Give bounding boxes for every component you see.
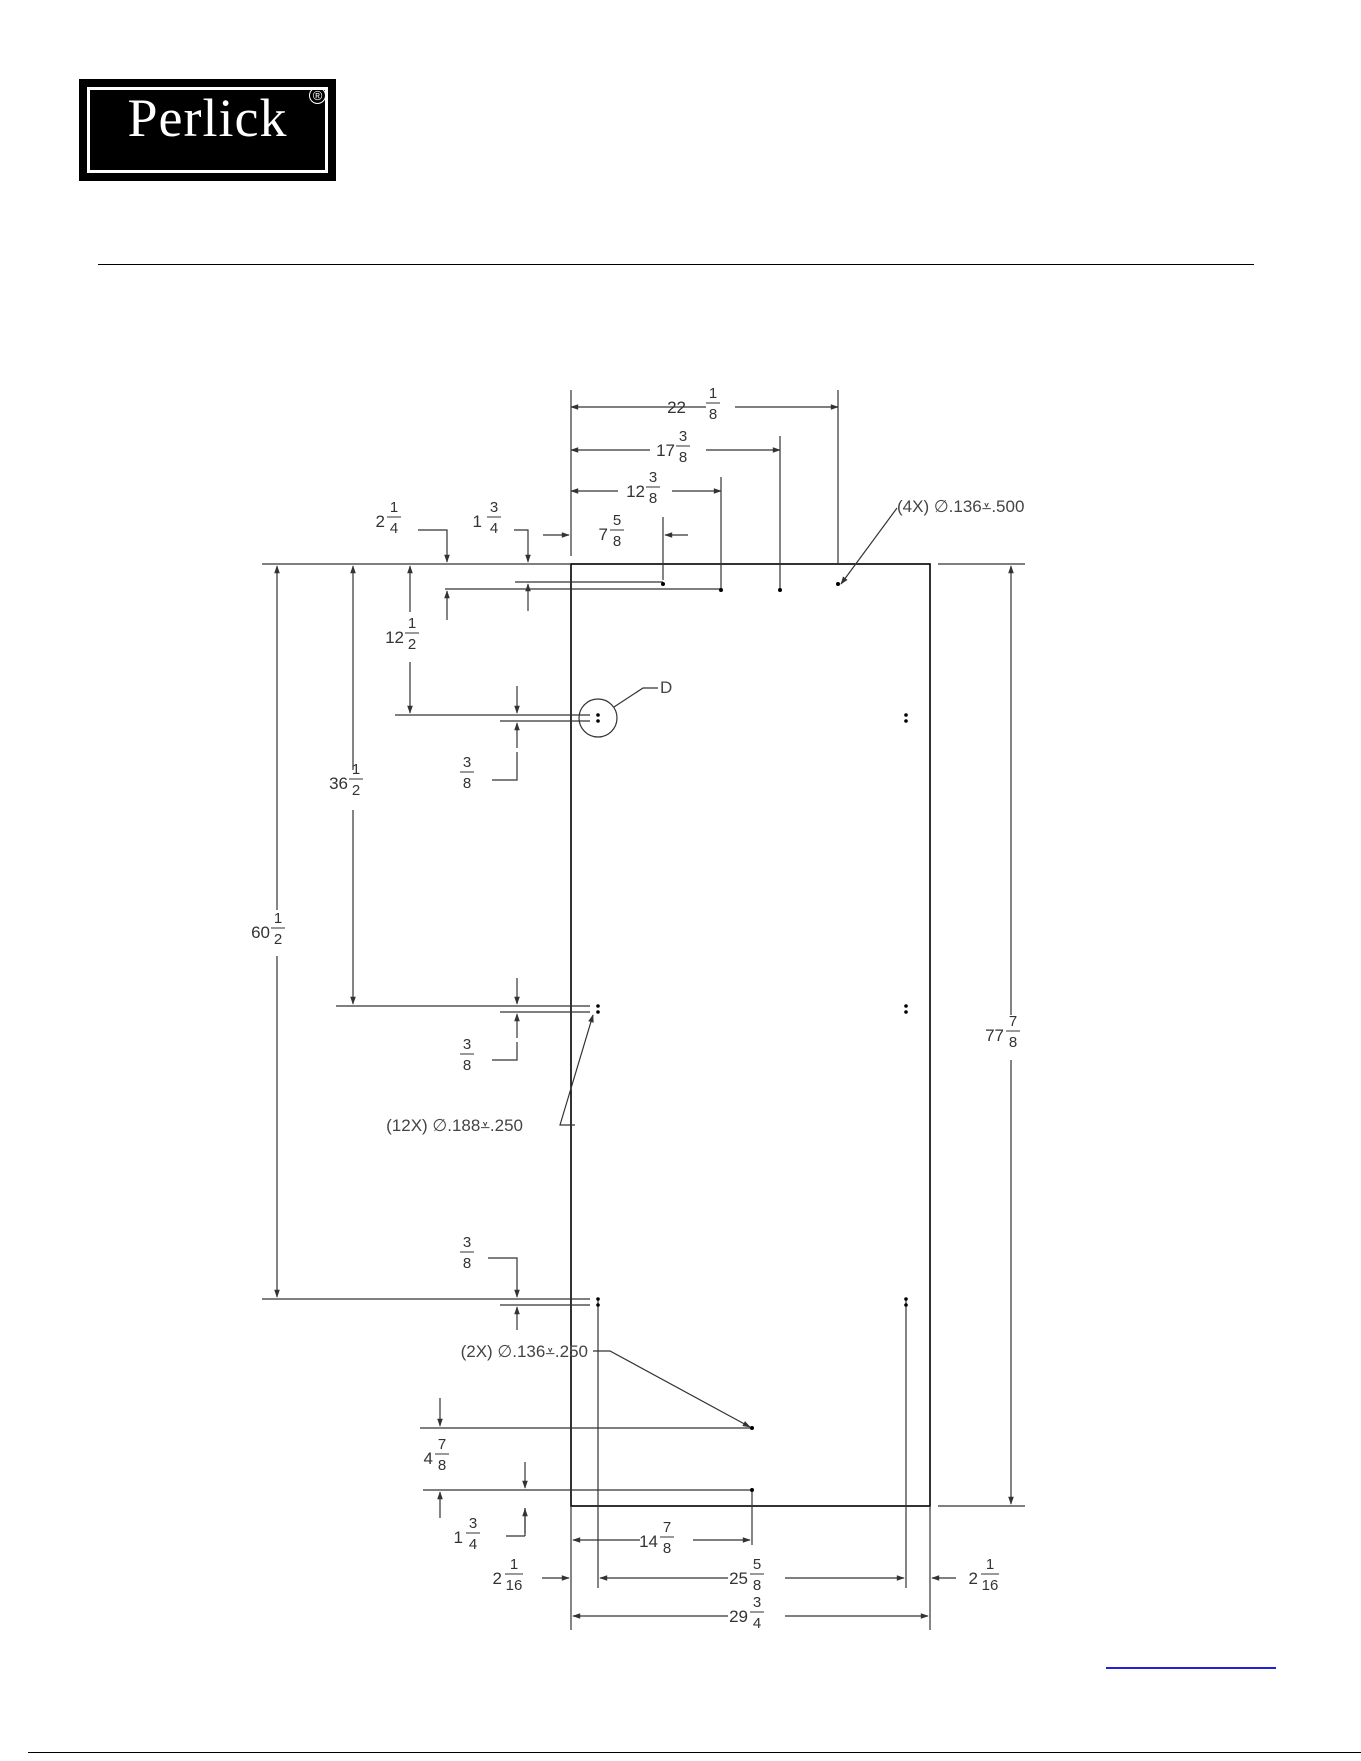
dim-2-1-16-b-den: 16 xyxy=(982,1577,999,1594)
dim-12-3-8-whole: 12 xyxy=(626,482,645,501)
dim-17-3-8-num: 3 xyxy=(679,428,687,445)
dim-25-5-8-den: 8 xyxy=(753,1577,761,1594)
dim-25-5-8-whole: 25 xyxy=(729,1569,748,1588)
dim-14-7-8-num: 7 xyxy=(663,1519,671,1536)
dim-12-3-8-num: 3 xyxy=(649,469,657,486)
dim-2-1-4-den: 4 xyxy=(390,520,398,537)
dim-7-5-8-num: 5 xyxy=(613,512,621,529)
dim-29-3-4-num: 3 xyxy=(753,1594,761,1611)
dim-29-3-4-whole: 29 xyxy=(729,1607,748,1626)
dim-17-3-8-den: 8 xyxy=(679,449,687,466)
dim-2-1-16-b-whole: 2 xyxy=(969,1569,978,1588)
door-panel-outline xyxy=(571,564,930,1506)
dim-77-7-8-num: 7 xyxy=(1009,1013,1017,1030)
dim-36-1-2-num: 1 xyxy=(352,761,360,778)
dim-3-8-b-num: 3 xyxy=(463,1036,471,1053)
dim-2-1-16-a-num: 1 xyxy=(510,1556,518,1573)
dim-4-7-8-den: 8 xyxy=(438,1457,446,1474)
dim-2-1-16-a-den: 16 xyxy=(506,1577,523,1594)
dim-12-1-2-num: 1 xyxy=(408,615,416,632)
dim-1-3-4-den: 4 xyxy=(490,520,498,537)
dim-77-7-8-whole: 77 xyxy=(985,1026,1004,1045)
dim-1-3-4-whole: 1 xyxy=(473,512,482,531)
dim-22-1-8-num: 1 xyxy=(709,385,717,402)
dim-3-8-a-den: 8 xyxy=(463,775,471,792)
dim-29-3-4-den: 4 xyxy=(753,1615,761,1632)
dim-2-1-16-b-num: 1 xyxy=(986,1556,994,1573)
dim-36-1-2-whole: 36 xyxy=(329,774,348,793)
detail-callout-d: D xyxy=(660,678,672,697)
dim-1-3-4-b-whole: 1 xyxy=(454,1528,463,1547)
dim-25-5-8-num: 5 xyxy=(753,1556,761,1573)
note-bottom-holes: (2X) ∅.136⩡.250 xyxy=(461,1342,588,1361)
dim-77-7-8-den: 8 xyxy=(1009,1034,1017,1051)
dim-4-7-8-whole: 4 xyxy=(424,1449,433,1468)
dim-60-1-2-den: 2 xyxy=(274,931,282,948)
footer-link-underline[interactable] xyxy=(1106,1667,1276,1669)
dim-4-7-8-num: 7 xyxy=(438,1436,446,1453)
dim-3-8-a-num: 3 xyxy=(463,754,471,771)
dimension-labels: 22 1 8 17 3 8 12 3 8 7 5 8 2 1 4 1 3 4 1… xyxy=(251,385,1020,1632)
dim-14-7-8-den: 8 xyxy=(663,1540,671,1557)
dim-2-1-16-a-whole: 2 xyxy=(493,1569,502,1588)
dim-36-1-2-den: 2 xyxy=(352,782,360,799)
dim-1-3-4-num: 3 xyxy=(490,499,498,516)
dim-7-5-8-den: 8 xyxy=(613,533,621,550)
mounting-holes xyxy=(596,582,908,1492)
dim-1-3-4-b-num: 3 xyxy=(469,1515,477,1532)
dim-12-3-8-den: 8 xyxy=(649,490,657,507)
dim-60-1-2-whole: 60 xyxy=(251,923,270,942)
dim-17-3-8-whole: 17 xyxy=(656,441,675,460)
dim-22-1-8-whole: 22 xyxy=(667,398,686,417)
dim-60-1-2-num: 1 xyxy=(274,910,282,927)
dim-3-8-c-num: 3 xyxy=(463,1234,471,1251)
dim-7-5-8-whole: 7 xyxy=(599,525,608,544)
dim-12-1-2-den: 2 xyxy=(408,636,416,653)
dim-3-8-b-den: 8 xyxy=(463,1057,471,1074)
dimension-lines xyxy=(262,390,1025,1630)
hole-notes: (4X) ∅.136⩡.500 (12X) ∅.188⩡.250 (2X) ∅.… xyxy=(386,497,1024,1361)
dim-1-3-4-b-den: 4 xyxy=(469,1536,477,1553)
dim-2-1-4-whole: 2 xyxy=(376,512,385,531)
dim-2-1-4-num: 1 xyxy=(390,499,398,516)
dim-14-7-8-whole: 14 xyxy=(639,1532,658,1551)
note-top-holes: (4X) ∅.136⩡.500 xyxy=(897,497,1024,516)
footer-divider xyxy=(28,1752,1361,1753)
dim-22-1-8-den: 8 xyxy=(709,406,717,423)
note-side-holes: (12X) ∅.188⩡.250 xyxy=(386,1116,523,1135)
dim-3-8-c-den: 8 xyxy=(463,1255,471,1272)
dim-12-1-2-whole: 12 xyxy=(385,628,404,647)
